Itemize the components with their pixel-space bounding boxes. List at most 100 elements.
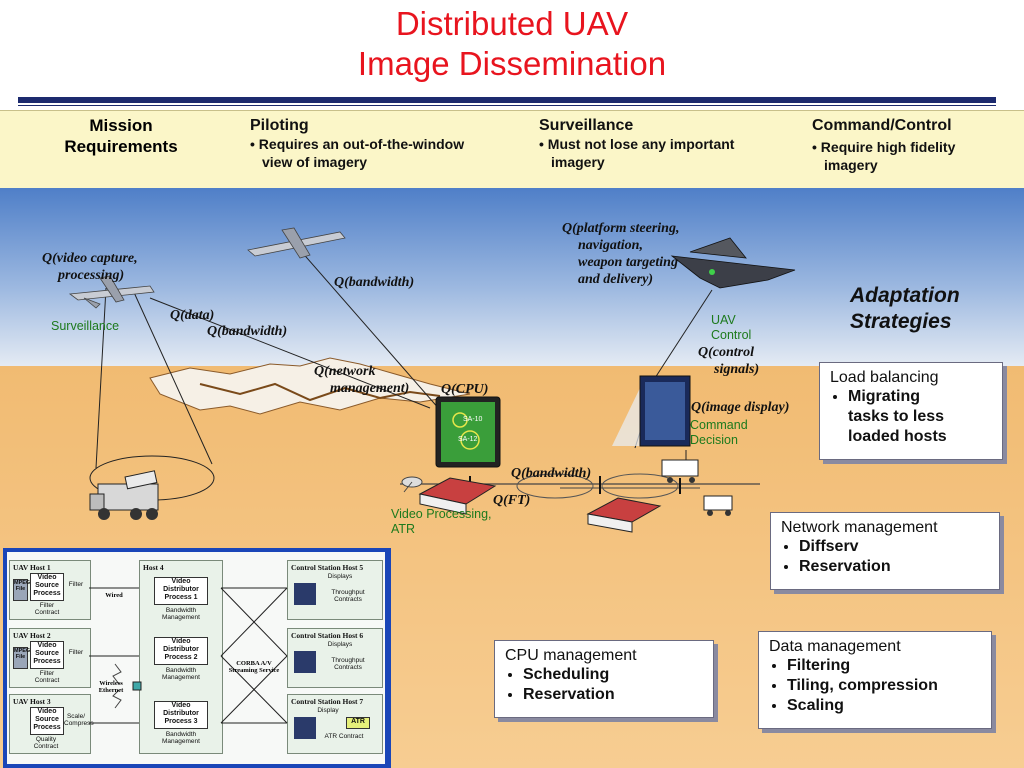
list-item: Migrating	[848, 387, 992, 407]
field-unit-icon-2	[703, 495, 733, 516]
q-cpu: Q(CPU)	[441, 382, 489, 397]
video-source-process-2: Video Source Process	[30, 641, 64, 669]
bandwidth-management-2: Bandwidth Management	[162, 667, 200, 681]
q-control-signals: Q(control signals)	[698, 345, 760, 377]
q-network-management: Q(network management)	[314, 364, 410, 396]
control-station-host-7: Control Station Host 7 Display ATR ATR C…	[287, 694, 383, 754]
label-uav-control: UAV Control	[711, 313, 752, 342]
video-distributor-1: Video Distributor Process 1	[154, 577, 208, 605]
control-station-host-5: Control Station Host 5 Displays Throughp…	[287, 560, 383, 620]
display-7: Display	[317, 707, 339, 714]
inset-connections	[89, 587, 288, 724]
piloting-text-2: view of imagery	[262, 154, 368, 170]
surveillance-text-1: • Must not lose any important	[539, 136, 735, 152]
control-station-host-6: Control Station Host 6 Displays Throughp…	[287, 628, 383, 688]
data-management-title: Data management	[769, 638, 901, 655]
command-display-icon	[612, 375, 691, 447]
mobile-ground-station-icon	[89, 470, 159, 520]
list-item: Scaling	[787, 696, 981, 716]
field-unit-icon-1	[661, 450, 699, 483]
load-balancing-title: Load balancing	[830, 369, 939, 386]
wireless-ethernet-label: Wireless Ethernet	[98, 680, 124, 694]
heading-line-1: Mission	[89, 116, 153, 135]
q-bandwidth-top: Q(bandwidth)	[334, 275, 415, 290]
mountain-range	[149, 357, 471, 415]
scale-compress: Scale/ Compress	[64, 713, 94, 727]
list-item: Tiling, compression	[787, 676, 981, 696]
stealth-uav-icon	[670, 237, 796, 289]
q-video-capture: Q(video capture, processing)	[42, 251, 138, 283]
surveillance-text-2: imagery	[551, 154, 605, 170]
surveillance-requirement: Surveillance • Must not lose any importa…	[539, 117, 799, 171]
q-data: Q(data)	[170, 308, 215, 323]
host-4: Host 4 Video Distributor Process 1 Bandw…	[139, 560, 223, 754]
bandwidth-management-3: Bandwidth Management	[162, 731, 200, 745]
title-underline-thin	[18, 105, 996, 106]
title-underline	[18, 97, 996, 103]
corba-av-label: CORBA A/V Streaming Service	[228, 660, 280, 674]
label-surveillance: Surveillance	[51, 319, 120, 333]
link-uav2-ground	[299, 249, 441, 411]
cpu-management-box: CPU management Scheduling Reservation	[494, 640, 714, 718]
video-distributor-2: Video Distributor Process 2	[154, 637, 208, 665]
atr-process: ATR	[346, 717, 370, 729]
cpu-management-title: CPU management	[505, 647, 637, 664]
displays-5: Displays	[327, 573, 353, 580]
throughput-contracts-5: Throughput Contracts	[331, 589, 365, 603]
network-management-title: Network management	[781, 519, 938, 536]
building-icon-1	[418, 477, 497, 515]
architecture-inset: UAV Host 1 MPEG File Video Source Proces…	[3, 548, 391, 768]
network-management-box: Network management Diffserv Reservation	[770, 512, 1000, 590]
filter-2: Filter	[68, 649, 84, 656]
network-ring-1	[516, 473, 594, 499]
adaptation-strategies-heading: Adaptation Strategies	[850, 284, 960, 333]
mpeg-file-icon: MPEG File	[13, 579, 30, 601]
sky	[0, 188, 1024, 368]
video-source-process-3: Video Source Process	[30, 707, 64, 735]
uav-host-1: UAV Host 1 MPEG File Video Source Proces…	[9, 560, 91, 620]
label-video-processing: Video Processing, ATR	[391, 507, 492, 536]
data-management-box: Data management Filtering Tiling, compre…	[758, 631, 992, 729]
wired-label: Wired	[105, 592, 123, 599]
list-item: Scheduling	[523, 665, 703, 685]
piloting-title: Piloting	[250, 117, 309, 134]
command-control-requirement: Command/Control • Require high fidelity …	[812, 117, 1012, 174]
filter-1: Filter	[68, 581, 84, 588]
list-item: loaded hosts	[848, 428, 947, 445]
q-bandwidth-mid: Q(bandwidth)	[511, 466, 592, 481]
atr-contract: ATR Contract	[324, 733, 364, 740]
mission-requirements-heading: Mission Requirements	[46, 115, 196, 157]
label-command-decision: Command Decision	[690, 418, 748, 447]
surveillance-uav-icon	[68, 275, 155, 309]
mission-requirements-band: Mission Requirements Piloting • Requires…	[0, 110, 1024, 190]
network-ring-2	[601, 473, 679, 499]
display-thumbnail	[294, 717, 316, 739]
quality-contract: Quality Contract	[33, 736, 59, 750]
video-source-process-1: Video Source Process	[30, 573, 64, 601]
mpeg-file-icon: MPEG File	[13, 647, 30, 669]
list-item: Reservation	[799, 557, 989, 577]
link-uav1-ground	[149, 297, 431, 409]
mountain-shadows	[199, 382, 441, 402]
filter-contract-1: Filter Contract	[34, 602, 60, 616]
video-distributor-3: Video Distributor Process 3	[154, 701, 208, 729]
title-line-2: Image Dissemination	[357, 45, 667, 82]
heading-line-2: Requirements	[64, 137, 178, 156]
command-text-2: imagery	[824, 157, 878, 173]
satellite-dish-icon	[401, 476, 423, 493]
q-ft: Q(FT)	[493, 493, 531, 508]
page-title: Distributed UAV Image Dissemination	[0, 4, 1024, 84]
list-item: Reservation	[523, 685, 703, 705]
q-bandwidth-left: Q(bandwidth)	[207, 324, 288, 339]
screen-tag-1: SA-10	[463, 416, 483, 423]
command-text-1: • Require high fidelity	[812, 139, 956, 155]
throughput-contracts-6: Throughput Contracts	[331, 657, 365, 671]
list-item: tasks to less	[848, 408, 945, 425]
screen-tag-2: SA-12	[458, 436, 478, 443]
command-title: Command/Control	[812, 117, 952, 134]
q-platform-steering: Q(platform steering, navigation, weapon …	[562, 221, 680, 287]
title-line-1: Distributed UAV	[395, 5, 629, 42]
bandwidth-management-1: Bandwidth Management	[162, 607, 200, 621]
displays-6: Displays	[327, 641, 353, 648]
filter-contract-2: Filter Contract	[34, 670, 60, 684]
